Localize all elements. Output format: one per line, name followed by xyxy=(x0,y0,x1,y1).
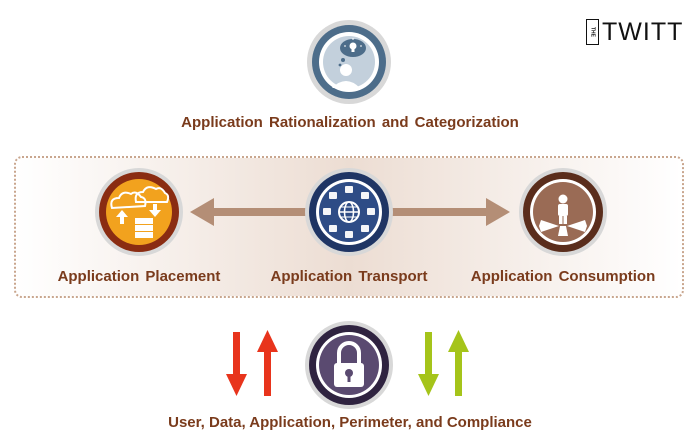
green-arrow-up xyxy=(448,330,469,396)
person-crossroads-icon xyxy=(519,168,607,256)
padlock-icon xyxy=(305,321,393,409)
red-arrow-up xyxy=(257,330,278,396)
placement-label: Application Placement xyxy=(57,268,221,285)
globe-network-icon xyxy=(305,168,393,256)
logo-box: THE xyxy=(586,19,599,45)
security-label: User, Data, Application, Perimeter, and … xyxy=(168,414,532,431)
twitt-logo: THE TWITT xyxy=(586,18,683,46)
idea-person-icon xyxy=(307,20,391,104)
transport-label: Application Transport xyxy=(270,268,428,285)
consumption-label: Application Consumption xyxy=(470,268,656,285)
application-band xyxy=(14,156,684,298)
green-arrow-down xyxy=(418,332,439,396)
top-node-label: Application Rationalization and Categori… xyxy=(181,114,519,131)
cloud-server-icon xyxy=(95,168,183,256)
logo-text: TWITT xyxy=(602,17,684,46)
red-arrow-down xyxy=(226,332,247,396)
logo-box-text: THE xyxy=(589,27,596,37)
